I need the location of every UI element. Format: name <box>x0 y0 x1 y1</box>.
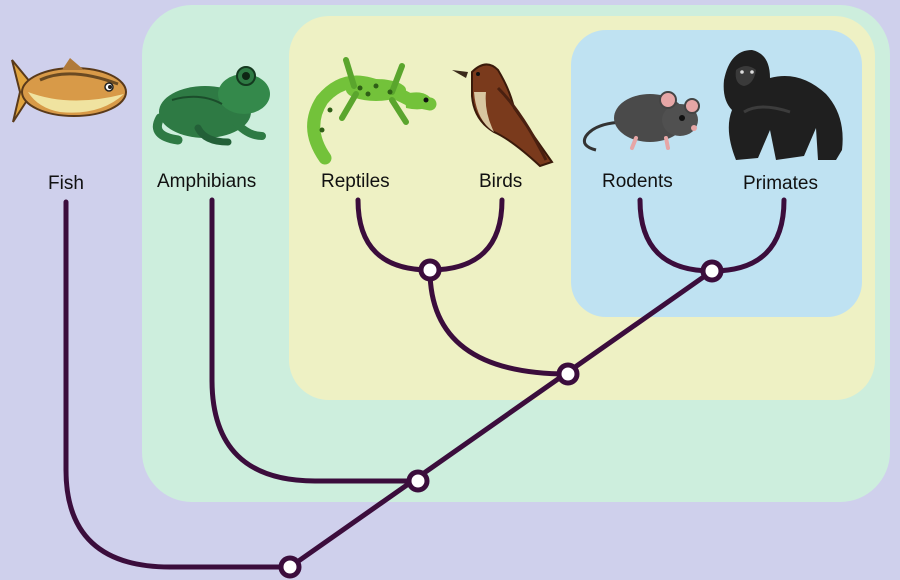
rat-icon <box>582 91 700 152</box>
taxon-label-birds: Birds <box>479 171 523 192</box>
node-vertebrates <box>278 555 302 579</box>
branch-birds <box>427 197 505 273</box>
branch-fish <box>63 199 293 570</box>
node-tetrapods <box>406 469 430 493</box>
branch-amphibians <box>209 197 421 484</box>
taxon-label-primates: Primates <box>743 173 818 194</box>
frog-icon <box>152 66 270 146</box>
branch-reptile-bird-stem <box>427 267 571 377</box>
node-mammals <box>700 259 724 283</box>
taxon-label-fish: Fish <box>48 173 84 194</box>
branches <box>63 197 787 570</box>
taxon-label-rodents: Rodents <box>602 171 673 192</box>
taxon-label-reptiles: Reptiles <box>321 171 390 192</box>
lizard-icon <box>307 57 437 165</box>
branch-primates <box>709 197 787 274</box>
branch-reptiles <box>355 197 433 273</box>
gorilla-icon <box>723 50 843 160</box>
taxon-label-amphibians: Amphibians <box>157 171 257 192</box>
branch-main-axis <box>287 268 715 570</box>
fish-icon <box>11 58 127 123</box>
branch-rodents <box>637 197 715 274</box>
bird-icon <box>452 63 554 168</box>
node-reptiles-birds <box>418 258 442 282</box>
node-amniotes <box>556 362 580 386</box>
